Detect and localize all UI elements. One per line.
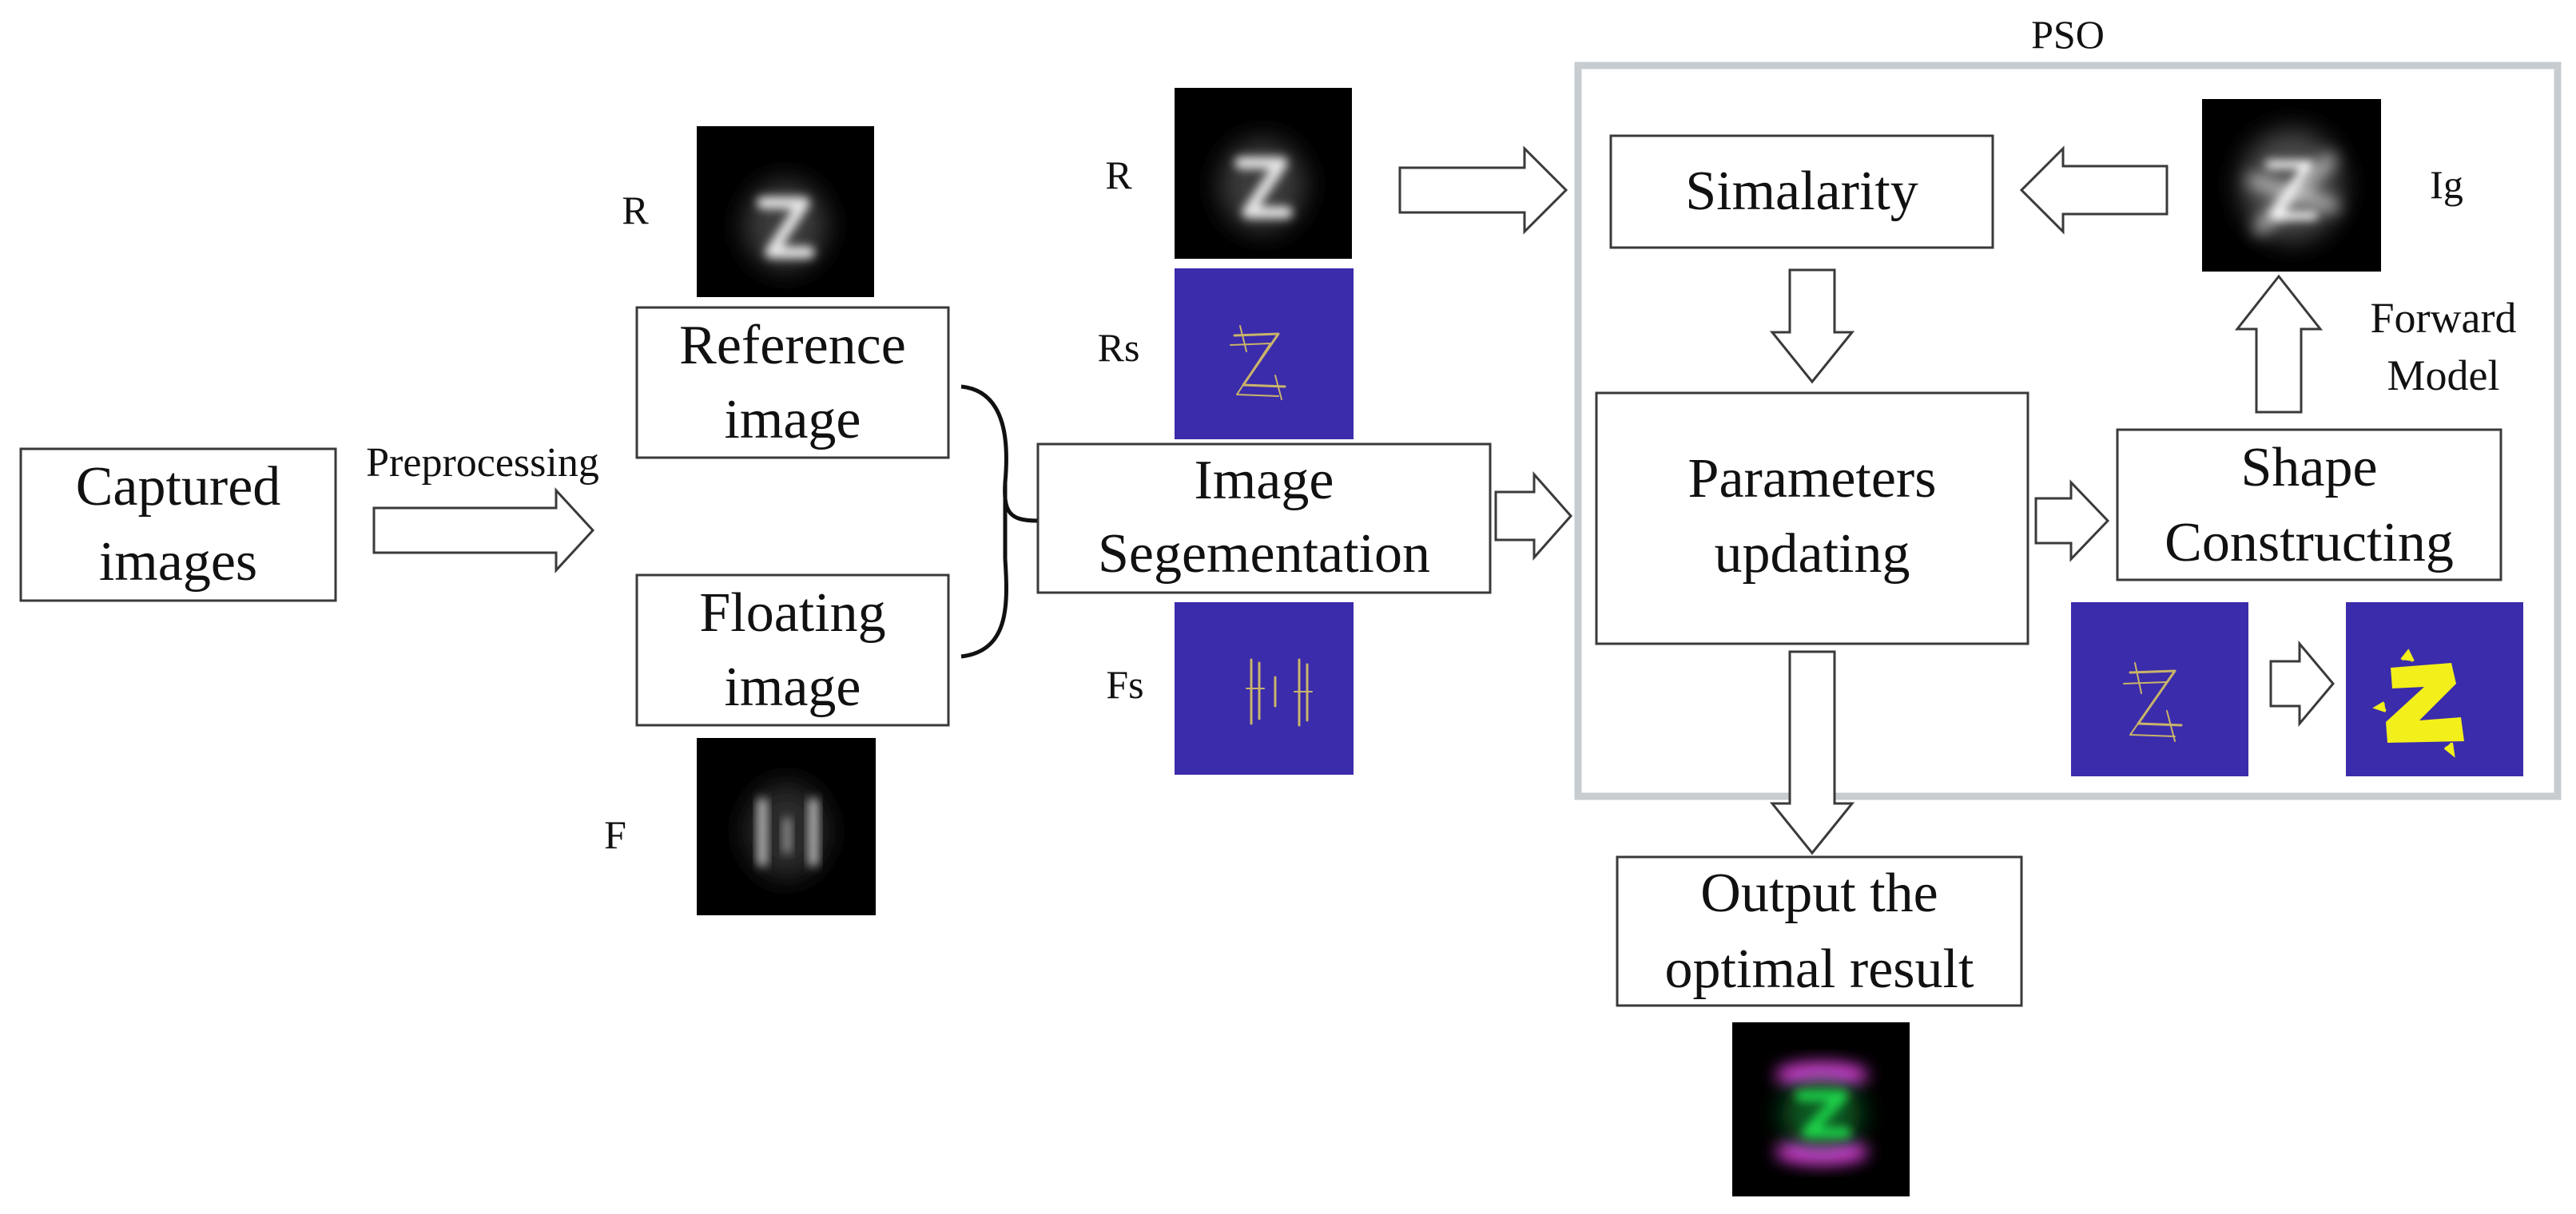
similarity-label: Simalarity (1685, 161, 1918, 222)
parameters-updating-line-1: Parameters (1688, 448, 1937, 510)
fs-label: Fs (1106, 662, 1143, 707)
fs-segmented-thumbnail (1175, 602, 1354, 775)
reference-thumbnail-left (697, 126, 874, 297)
parameters-to-shape-arrow (2034, 479, 2110, 562)
shape-constructing-line-2: Constructing (2165, 512, 2454, 573)
ig-to-similarity-arrow (2019, 145, 2169, 235)
rs-label: Rs (1098, 325, 1140, 370)
output-result-node: Output the optimal result (1616, 855, 2023, 1007)
image-segmentation-line-2: Segementation (1098, 523, 1430, 585)
captured-images-node: Captured images (19, 447, 337, 602)
reference-image-line-2: image (724, 389, 861, 450)
floating-image-line-2: image (724, 657, 861, 718)
parameters-updating-node: Parameters updating (1595, 391, 2029, 645)
floating-image-node: Floating image (635, 573, 950, 727)
output-result-line-2: optimal result (1665, 938, 1974, 1000)
output-result-line-1: Output the (1700, 863, 1938, 924)
pso-group-frame (1574, 61, 2562, 800)
reference-image-line-1: Reference (679, 315, 906, 376)
parameters-updating-line-2: updating (1715, 523, 1910, 585)
merge-brace (960, 384, 1038, 659)
ig-thumbnail (2202, 99, 2381, 272)
constructed-shape-thumbnail (2346, 602, 2523, 776)
similarity-to-parameters-arrow (1769, 268, 1855, 384)
image-segmentation-node: Image Segementation (1036, 442, 1492, 594)
segmented-to-constructed-arrow (2269, 640, 2335, 728)
r-left-label: R (622, 188, 649, 232)
similarity-node: Simalarity (1609, 134, 1994, 249)
segmentation-to-parameters-arrow (1494, 471, 1573, 561)
reference-thumbnail-mid (1175, 88, 1352, 259)
r-mid-label: R (1105, 153, 1132, 197)
image-segmentation-line-1: Image (1195, 450, 1334, 511)
floating-image-line-1: Floating (699, 582, 885, 644)
preprocessing-arrow (372, 487, 595, 573)
forward-model-line-2: Model (2387, 351, 2500, 399)
reference-image-node: Reference image (635, 306, 950, 459)
shape-constructing-line-1: Shape (2240, 437, 2377, 498)
shape-to-ig-arrow (2234, 274, 2324, 414)
forward-model-line-1: Forward (2371, 294, 2517, 342)
pso-group-label: PSO (2031, 12, 2105, 57)
output-overlay-thumbnail (1732, 1022, 1910, 1196)
preprocessing-label: Preprocessing (366, 440, 599, 486)
parameters-to-output-arrow (1769, 650, 1855, 855)
captured-images-line-1: Captured (76, 456, 281, 518)
ig-label: Ig (2430, 162, 2463, 207)
segmented-z-thumbnail (2071, 602, 2248, 776)
shape-constructing-node: Shape Constructing (2116, 428, 2502, 581)
r-to-similarity-arrow (1398, 145, 1568, 235)
rs-segmented-thumbnail (1175, 268, 1354, 439)
floating-thumbnail-left (697, 738, 876, 915)
f-left-label: F (604, 812, 626, 857)
captured-images-line-2: images (99, 531, 257, 593)
